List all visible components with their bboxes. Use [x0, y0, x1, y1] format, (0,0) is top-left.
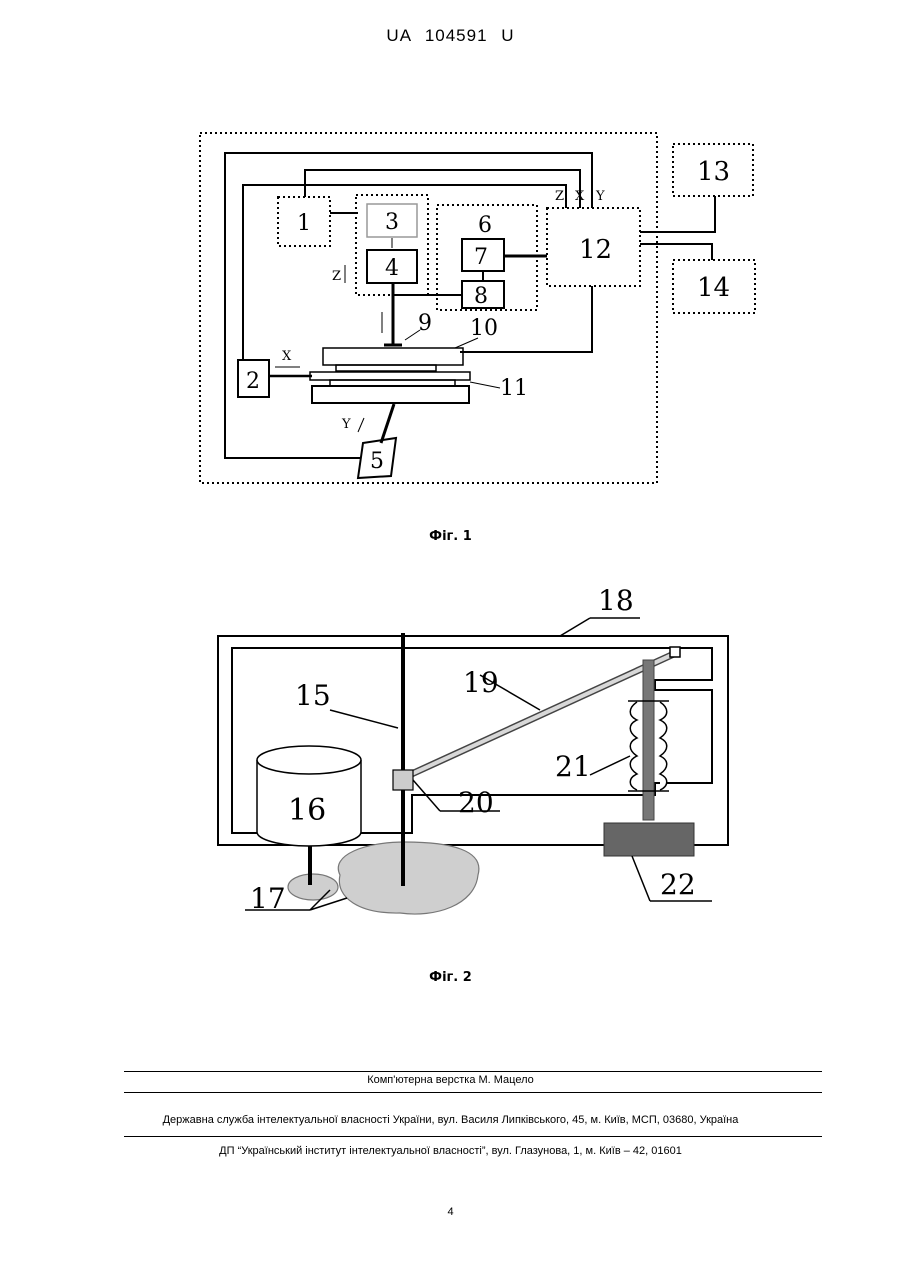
callout-10: 10: [470, 316, 498, 341]
stage-base: [312, 386, 469, 403]
ground-blob-large: [338, 842, 479, 914]
label-block-8: 8: [474, 284, 488, 309]
callout-11: 11: [500, 376, 528, 401]
footer-rule-top: [124, 1071, 822, 1072]
wire-y: [305, 170, 580, 208]
footer-institute: ДП “Український інститут інтелектуальної…: [0, 1145, 901, 1157]
footer-agency: Державна служба інтелектуальної власност…: [0, 1114, 901, 1126]
leader-11: [470, 382, 500, 388]
axis-x-side: X: [282, 349, 292, 364]
label-17: 17: [250, 882, 286, 915]
ground-blob-small: [288, 874, 338, 900]
label-block-5: 5: [370, 449, 384, 474]
shaft-21: [643, 660, 654, 820]
sample-plate: [323, 348, 463, 365]
label-18: 18: [598, 584, 634, 617]
axis-z-top: Z: [555, 189, 564, 204]
leader-22: [632, 856, 650, 901]
label-block-2: 2: [246, 369, 260, 394]
axis-y-side: Y: [341, 417, 351, 432]
footer-rule-middle: [124, 1092, 822, 1093]
footer-layout-credit: Комп'ютерна верстка М. Мацело: [0, 1074, 901, 1086]
stage-x-table: [310, 372, 470, 380]
axis-x-top: X: [575, 189, 585, 204]
label-block-12: 12: [579, 235, 612, 265]
leader-18: [560, 618, 590, 636]
wire-12-13: [640, 196, 715, 232]
label-15: 15: [295, 679, 331, 712]
label-block-14: 14: [697, 273, 730, 303]
figure-1-caption: Фіг. 1: [0, 529, 901, 544]
wire-z: [243, 185, 566, 360]
figure-2-caption: Фіг. 2: [0, 970, 901, 985]
callout-9: 9: [418, 311, 432, 336]
label-22: 22: [660, 868, 696, 901]
label-block-3: 3: [385, 210, 399, 235]
weight-22: [604, 823, 694, 856]
figure-2-diagram: 15 16 17 18 19 20 21 22: [0, 580, 901, 960]
footer-rule-bottom: [124, 1136, 822, 1137]
axis-y-top: Y: [595, 189, 605, 204]
stage-upper: [336, 365, 436, 371]
label-16: 16: [288, 793, 326, 828]
joint-20: [393, 770, 413, 790]
label-20: 20: [458, 786, 494, 819]
label-block-13: 13: [697, 157, 730, 187]
page-number: 4: [0, 1206, 901, 1218]
lever-pivot: [670, 647, 680, 657]
label-block-4: 4: [385, 256, 399, 281]
label-21: 21: [555, 750, 591, 783]
leader-21: [590, 756, 630, 775]
label-block-6: 6: [478, 213, 492, 238]
y-arrow: [358, 418, 364, 432]
label-block-7: 7: [474, 245, 488, 270]
y-drive-shaft: [381, 404, 394, 443]
figure-1-diagram: 1 2 3 4 5 6 7 8 12 13 14 9 10 11 Z X Y Z…: [0, 0, 901, 520]
leader-15: [330, 710, 398, 728]
label-block-1: 1: [297, 211, 311, 236]
label-19: 19: [463, 666, 499, 699]
axis-z-side: Z: [332, 269, 341, 284]
wire-12-14: [640, 244, 712, 260]
